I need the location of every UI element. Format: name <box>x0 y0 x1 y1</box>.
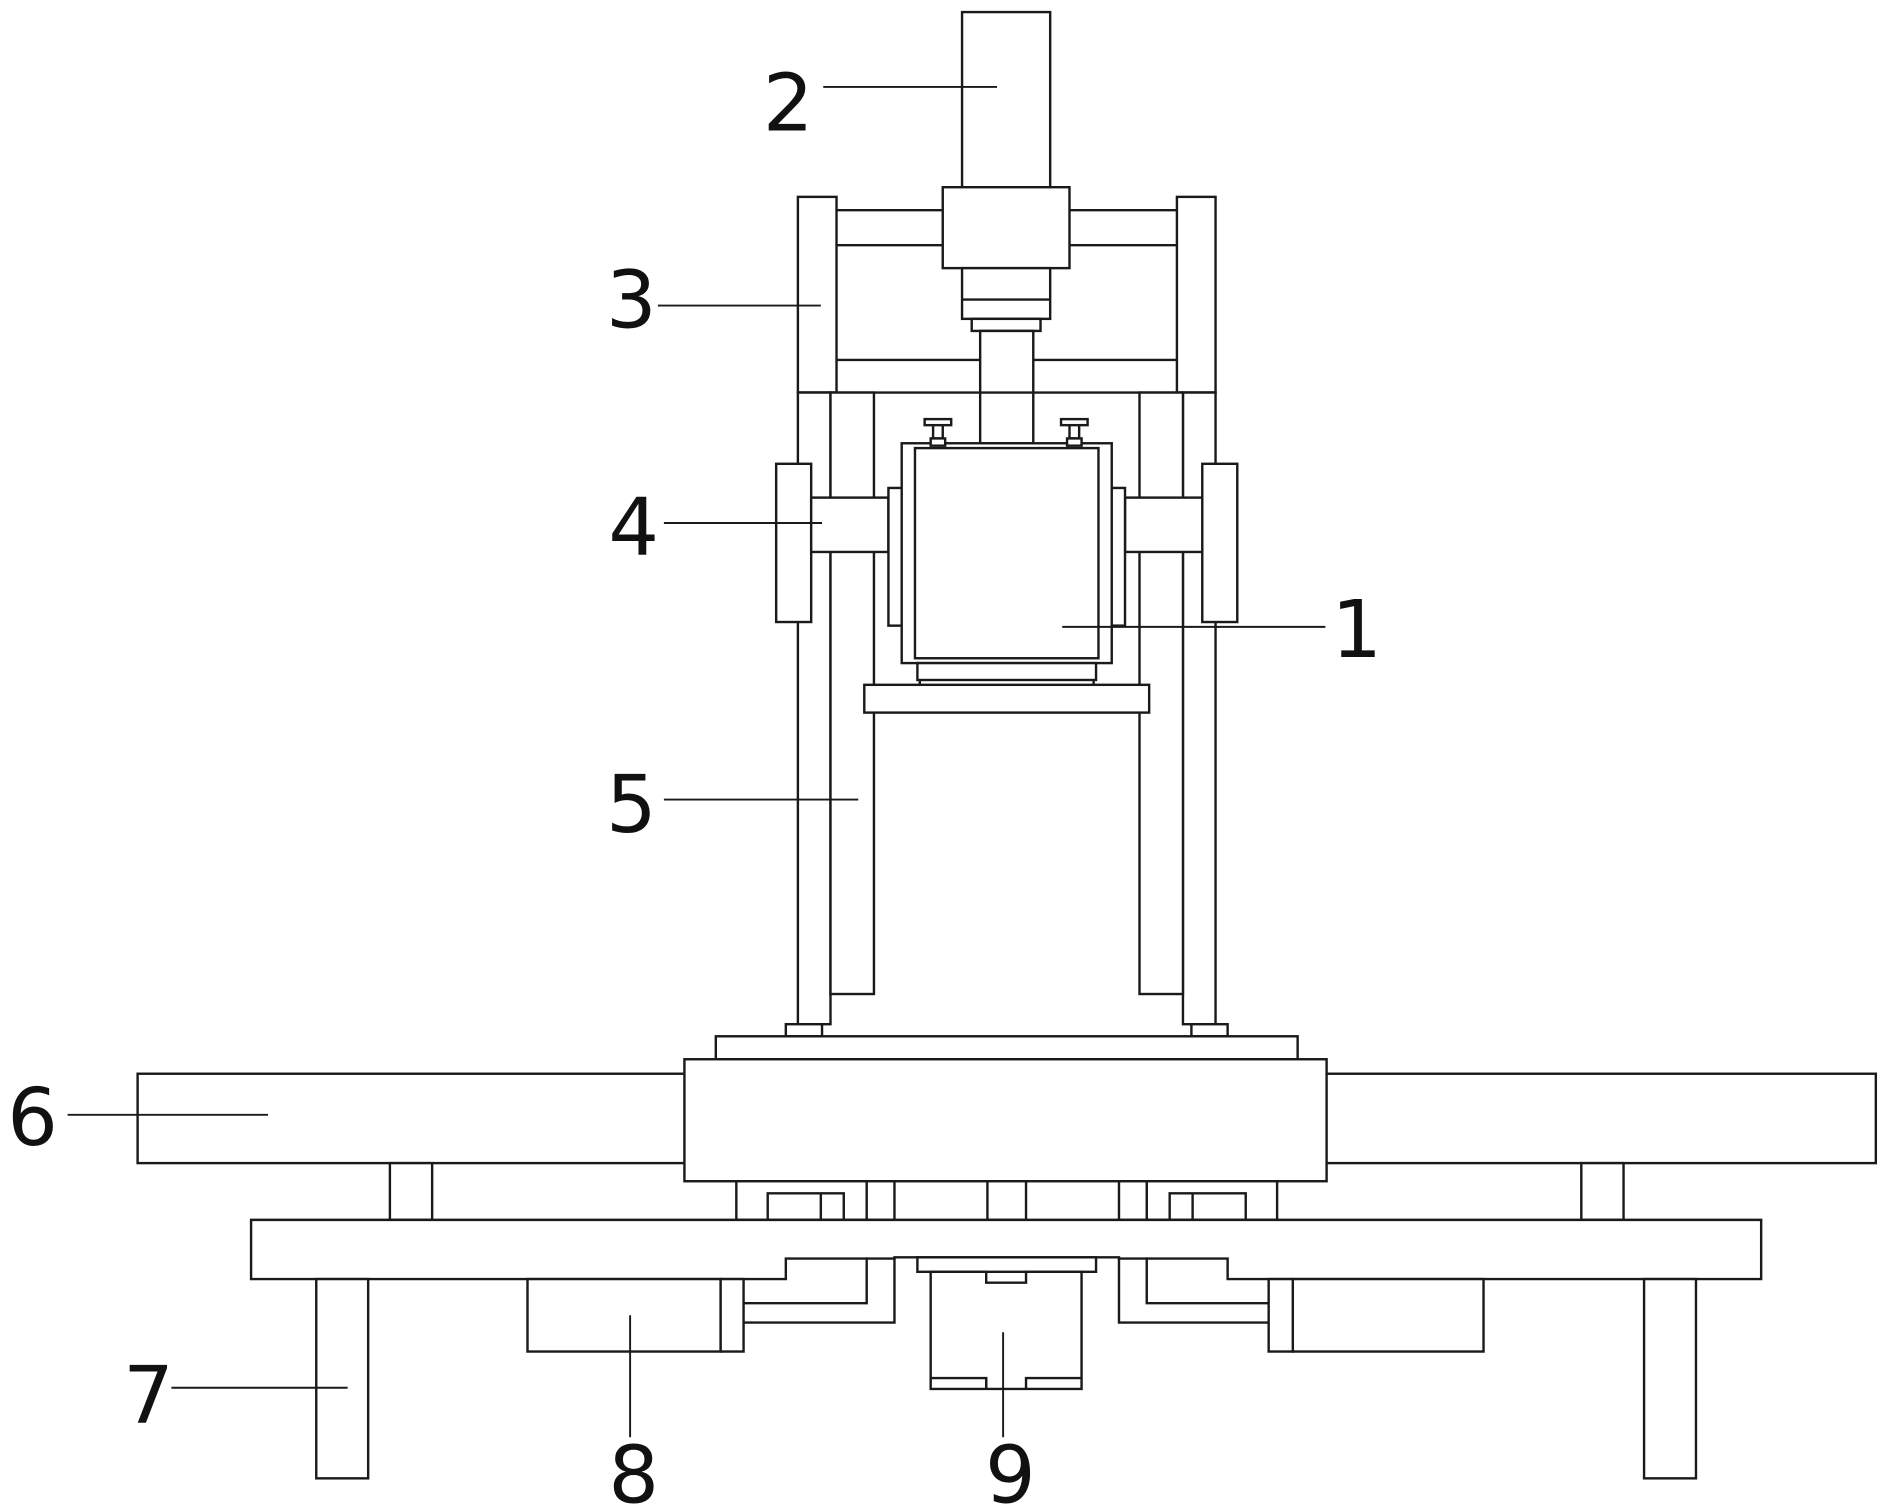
callout-5: 5 <box>606 758 657 851</box>
callout-labels: 1 2 3 4 5 6 7 8 9 <box>7 56 1382 1510</box>
callout-8: 8 <box>608 1428 659 1510</box>
callout-3: 3 <box>606 253 657 346</box>
horizontal-rail <box>136 1035 1878 1222</box>
work-box <box>863 417 1151 714</box>
callout-1: 1 <box>1331 583 1382 676</box>
leader-lines <box>67 85 1326 1438</box>
callout-2: 2 <box>763 56 814 149</box>
callout-6: 6 <box>7 1071 58 1164</box>
drive-motors <box>526 1257 1485 1353</box>
legs <box>315 1277 1698 1480</box>
callout-7: 7 <box>123 1349 174 1442</box>
center-linkage <box>735 1180 1279 1222</box>
callout-4: 4 <box>608 480 659 573</box>
callout-9: 9 <box>985 1428 1036 1510</box>
center-gearbox <box>916 1256 1098 1391</box>
top-cylinder <box>941 10 1071 445</box>
